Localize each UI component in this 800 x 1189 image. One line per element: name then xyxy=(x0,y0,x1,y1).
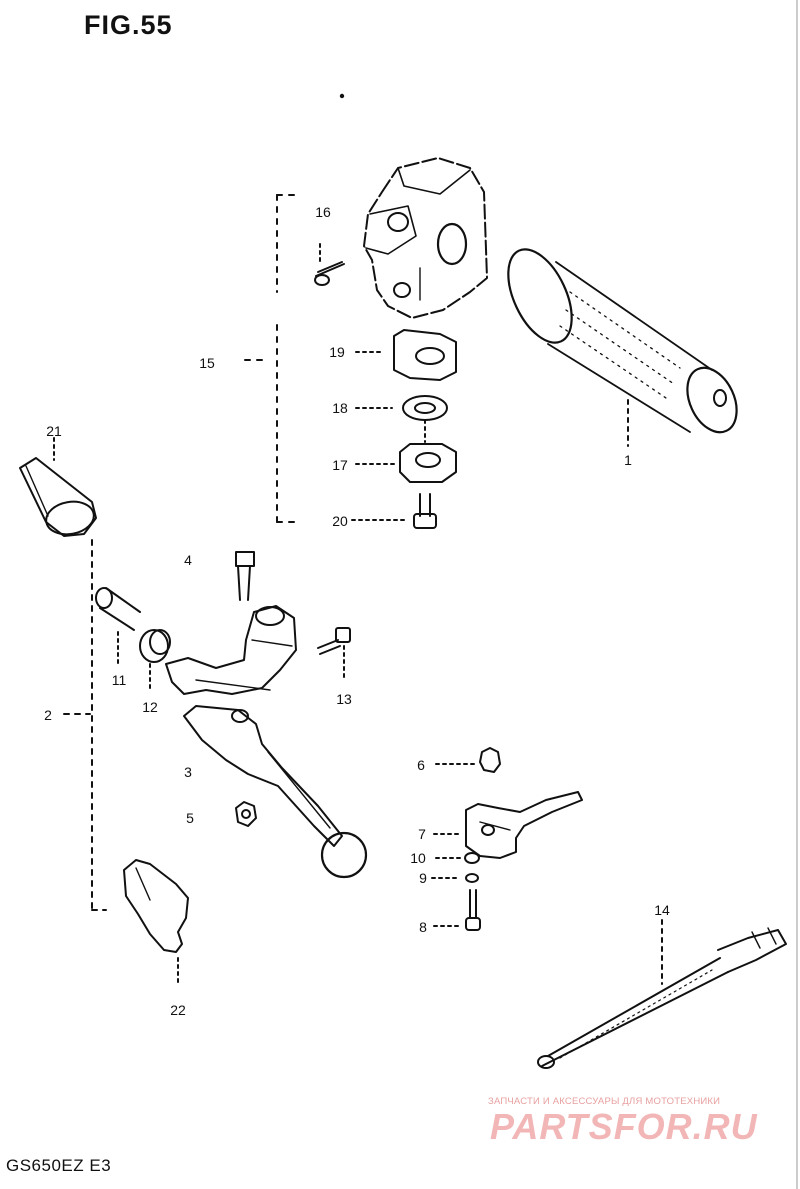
part-label-18: 18 xyxy=(332,400,348,416)
part-label-3: 3 xyxy=(184,764,192,780)
watermark-tagline: ЗАПЧАСТИ И АКСЕССУАРЫ ДЛЯ МОТОТЕХНИКИ xyxy=(488,1096,721,1107)
nut-6 xyxy=(435,747,501,773)
part-label-21: 21 xyxy=(46,423,62,439)
washer-19 xyxy=(355,329,457,381)
model-code: GS650EZ E3 xyxy=(6,1156,112,1175)
handlebar-grip xyxy=(507,248,738,447)
dust-cover-22 xyxy=(123,859,189,987)
part-label-8: 8 xyxy=(419,919,427,935)
part-label-6: 6 xyxy=(417,757,425,773)
part-label-16: 16 xyxy=(315,204,331,220)
part-label-2: 2 xyxy=(44,707,52,723)
figure-title: FIG.55 xyxy=(84,10,173,40)
screw-20 xyxy=(351,493,437,529)
spacer-12 xyxy=(139,629,171,691)
washer-18 xyxy=(355,395,448,443)
washer-10 xyxy=(435,852,480,864)
part-label-12: 12 xyxy=(142,699,158,715)
nut-5 xyxy=(235,801,257,827)
screw-13 xyxy=(317,627,351,681)
screw-8 xyxy=(433,889,481,931)
part-label-20: 20 xyxy=(332,513,348,529)
group-15-bracket xyxy=(244,194,299,523)
bracket-7 xyxy=(433,791,583,859)
part-label-9: 9 xyxy=(419,870,427,886)
stray-mark xyxy=(339,93,345,99)
switch-housing xyxy=(363,157,488,319)
part-label-7: 7 xyxy=(418,826,426,842)
part-label-22: 22 xyxy=(170,1002,186,1018)
screw-16 xyxy=(314,243,345,286)
part-label-10: 10 xyxy=(410,850,426,866)
part-label-5: 5 xyxy=(186,810,194,826)
part-label-1: 1 xyxy=(624,452,632,468)
cable-cover-21 xyxy=(19,437,97,537)
part-label-13: 13 xyxy=(336,691,352,707)
bolt-4 xyxy=(235,551,255,601)
part-label-19: 19 xyxy=(329,344,345,360)
watermark-logo-text: PARTSFOR.RU xyxy=(490,1106,758,1147)
cable-14 xyxy=(537,919,787,1069)
part-label-15: 15 xyxy=(199,355,215,371)
part-label-17: 17 xyxy=(332,457,348,473)
clutch-lever xyxy=(183,705,368,879)
lever-holder xyxy=(165,605,297,695)
part-label-11: 11 xyxy=(111,672,127,688)
part-label-14: 14 xyxy=(654,902,670,918)
part-label-4: 4 xyxy=(184,552,192,568)
group-2-bracket xyxy=(63,539,107,911)
spacer-17 xyxy=(355,443,457,483)
bolt-11 xyxy=(95,587,141,665)
washer-9 xyxy=(431,873,479,883)
